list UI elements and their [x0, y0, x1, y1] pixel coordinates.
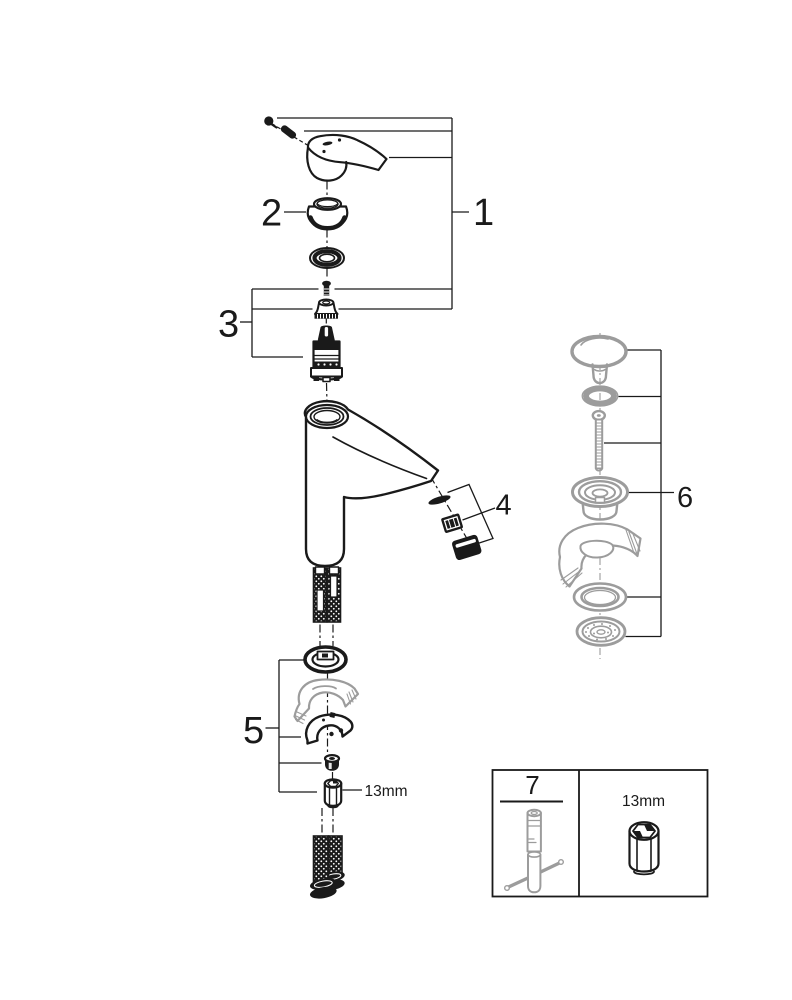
callout-5-bracket — [265, 659, 322, 793]
aerator-seal — [428, 495, 451, 505]
callout-1-label: 1 — [473, 192, 494, 234]
socket-wrench-tool — [504, 808, 565, 894]
escutcheon-ring — [309, 247, 345, 269]
callout-6-label: 6 — [677, 482, 693, 514]
socket-size-label: 13mm — [622, 793, 665, 810]
base-o-ring — [303, 645, 348, 674]
callout-3-label: 3 — [218, 304, 239, 346]
mounting-nut-small — [323, 753, 341, 771]
callout-5-label: 5 — [243, 710, 264, 752]
handle-screw — [264, 116, 278, 129]
dome-cap — [306, 197, 349, 231]
metal-horseshoe-clamp — [304, 712, 354, 745]
faucet-body — [303, 399, 440, 568]
callout-2-label: 2 — [261, 193, 282, 235]
callout-3-bracket — [240, 288, 452, 358]
callout-4-bracket — [447, 483, 496, 547]
mounting-nut-size-label: 13mm — [365, 783, 408, 800]
cartridge — [310, 325, 343, 383]
supply-hoses — [309, 835, 345, 899]
popup-rod — [591, 409, 606, 472]
socket-nut-13mm — [628, 821, 660, 876]
popup-plug — [570, 334, 628, 385]
tool-box-number: 7 — [525, 770, 539, 800]
callout-4-label: 4 — [496, 490, 512, 522]
lever-handle — [306, 133, 388, 182]
popup-strainer — [575, 616, 627, 647]
cartridge-screw — [322, 280, 331, 296]
aerator-insert — [441, 513, 463, 533]
threaded-studs — [312, 566, 342, 623]
popup-ring — [572, 582, 628, 612]
callout-1-bracket — [277, 117, 469, 309]
popup-wedge-washer — [558, 522, 642, 588]
cartridge-nut — [314, 298, 339, 319]
callout-6-bracket — [604, 349, 674, 638]
aerator-housing — [452, 534, 482, 560]
handle-set-screw — [280, 125, 297, 139]
popup-seal-ring — [581, 385, 619, 407]
mounting-hex-nut — [323, 778, 343, 809]
popup-flange — [571, 476, 629, 521]
plastic-horseshoe-washer — [293, 678, 360, 725]
